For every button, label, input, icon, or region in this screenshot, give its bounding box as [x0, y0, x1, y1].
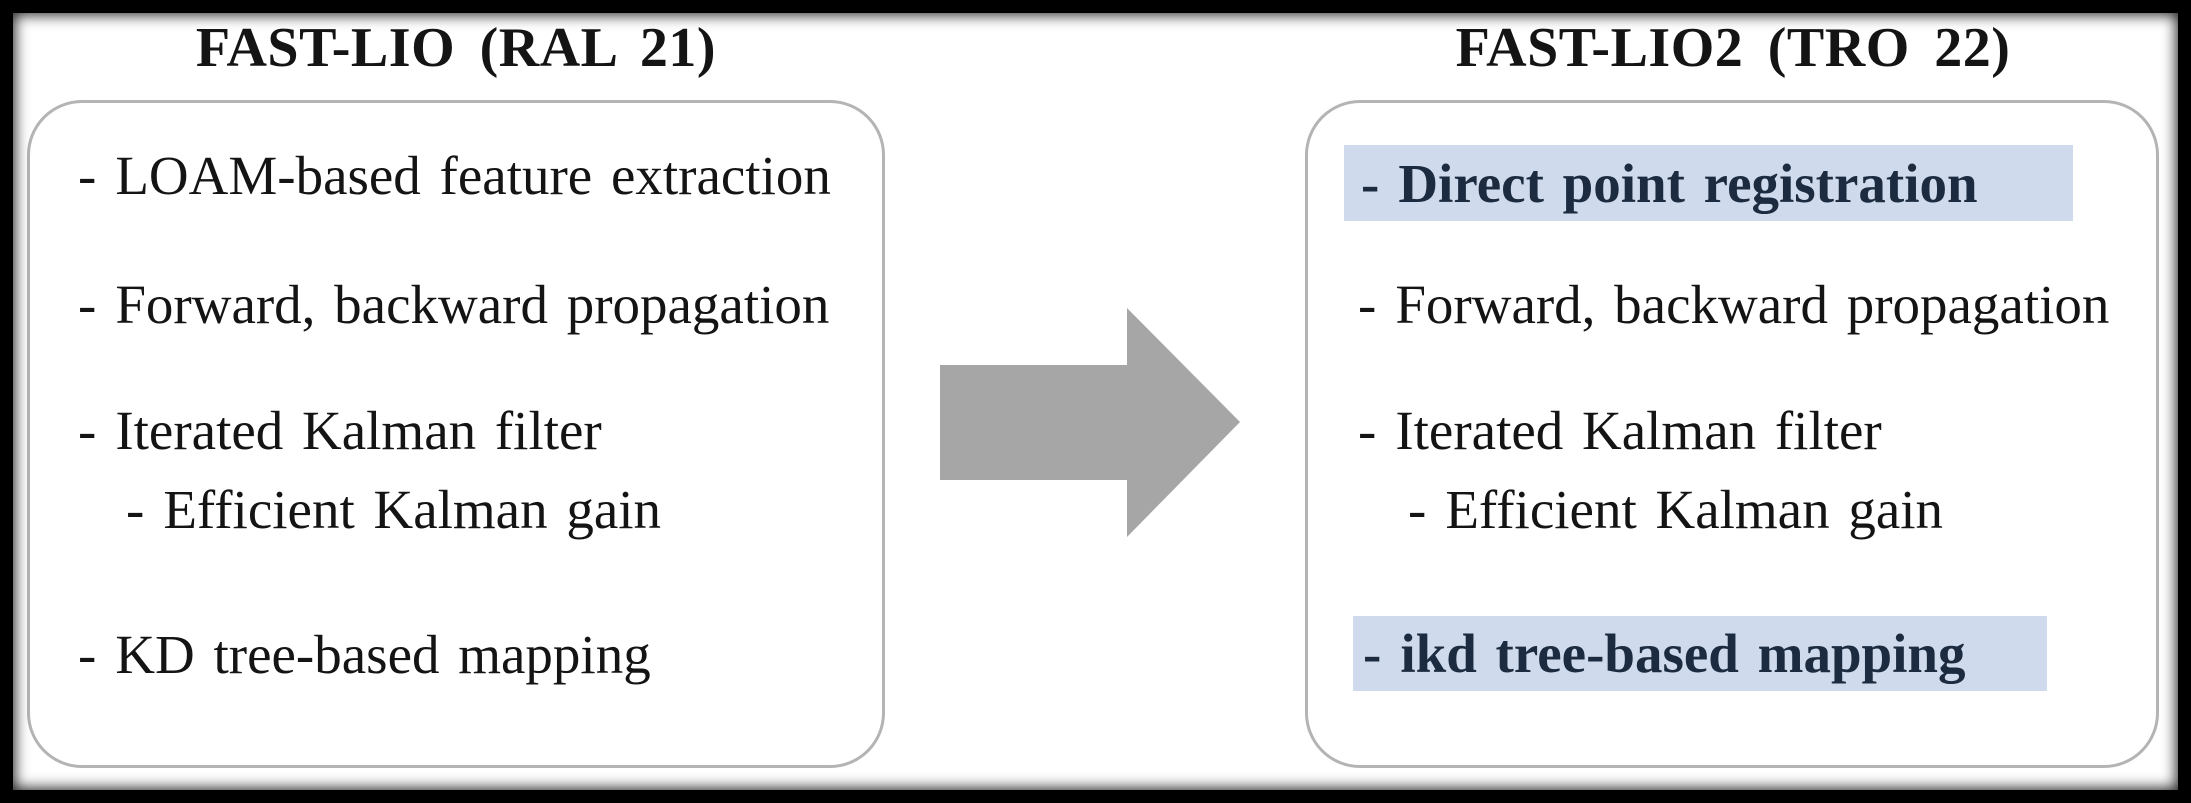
- bullet-dash: -: [78, 624, 97, 685]
- left-panel-title: FAST-LIO (RAL 21): [195, 17, 717, 79]
- bullet-dash: -: [78, 274, 97, 335]
- list-item-label: Forward, backward propagation: [115, 274, 830, 335]
- list-item: -KD tree-based mapping: [78, 627, 651, 682]
- list-item-highlighted: -ikd tree-based mapping: [1353, 616, 2047, 691]
- list-item: -Iterated Kalman filter: [78, 403, 602, 458]
- list-item-label: Efficient Kalman gain: [163, 479, 662, 540]
- list-item-sub: -Efficient Kalman gain: [126, 482, 661, 537]
- bullet-dash: -: [1408, 479, 1427, 540]
- list-item-label: Forward, backward propagation: [1395, 274, 2110, 335]
- list-item-label: Iterated Kalman filter: [115, 400, 602, 461]
- list-item-highlighted: -Direct point registration: [1344, 145, 2073, 221]
- bullet-dash: -: [1361, 152, 1380, 214]
- bullet-dash: -: [126, 479, 145, 540]
- list-item-label: ikd tree-based mapping: [1400, 623, 1966, 684]
- list-item: -Iterated Kalman filter: [1358, 403, 1882, 458]
- list-item-label: Direct point registration: [1398, 152, 1978, 214]
- right-panel-title: FAST-LIO2 (TRO 22): [1455, 17, 2011, 79]
- list-item: -LOAM-based feature extraction: [78, 148, 831, 203]
- transition-arrow: [940, 308, 1242, 537]
- list-item: -Forward, backward propagation: [78, 277, 829, 332]
- bullet-dash: -: [1358, 400, 1377, 461]
- bullet-dash: -: [1358, 274, 1377, 335]
- left-panel-box: -LOAM-based feature extraction -Forward,…: [27, 100, 885, 768]
- list-item-label: LOAM-based feature extraction: [115, 145, 831, 206]
- list-item-sub: -Efficient Kalman gain: [1408, 482, 1943, 537]
- bullet-dash: -: [78, 400, 97, 461]
- list-item-label: Iterated Kalman filter: [1395, 400, 1882, 461]
- right-panel-box: -Direct point registration -Forward, bac…: [1305, 100, 2159, 768]
- list-item-label: KD tree-based mapping: [115, 624, 651, 685]
- list-item: -Forward, backward propagation: [1358, 277, 2109, 332]
- right-arrow-icon: [940, 308, 1240, 537]
- bullet-dash: -: [78, 145, 97, 206]
- bullet-dash: -: [1363, 623, 1382, 684]
- list-item-label: Efficient Kalman gain: [1445, 479, 1944, 540]
